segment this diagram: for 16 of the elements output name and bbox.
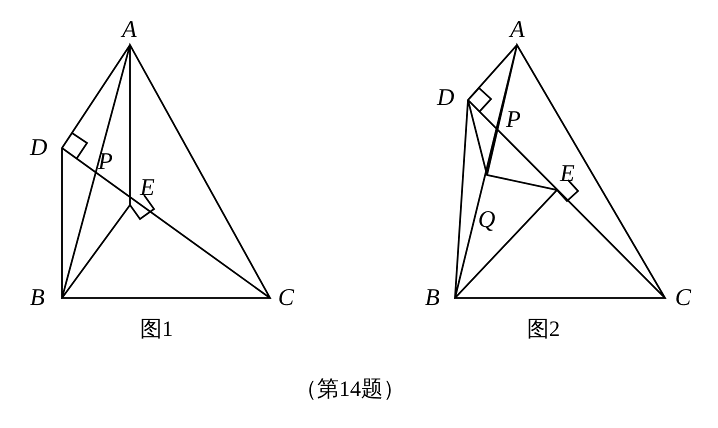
figure-caption: 图1 — [140, 318, 173, 340]
figure-caption: 图2 — [527, 318, 560, 340]
figure-caption: （第14题） — [295, 378, 405, 400]
point-label: E — [560, 162, 575, 186]
point-label: D — [30, 136, 48, 160]
point-label: C — [278, 286, 294, 310]
point-label: A — [510, 18, 525, 42]
point-label: B — [425, 286, 440, 310]
point-label: D — [437, 86, 454, 110]
point-label: Q — [478, 208, 496, 232]
point-label: E — [140, 176, 155, 200]
point-label: P — [506, 108, 521, 132]
point-label: B — [30, 286, 45, 310]
point-label: C — [675, 286, 692, 310]
point-label: A — [122, 18, 137, 42]
point-label: P — [98, 150, 113, 174]
